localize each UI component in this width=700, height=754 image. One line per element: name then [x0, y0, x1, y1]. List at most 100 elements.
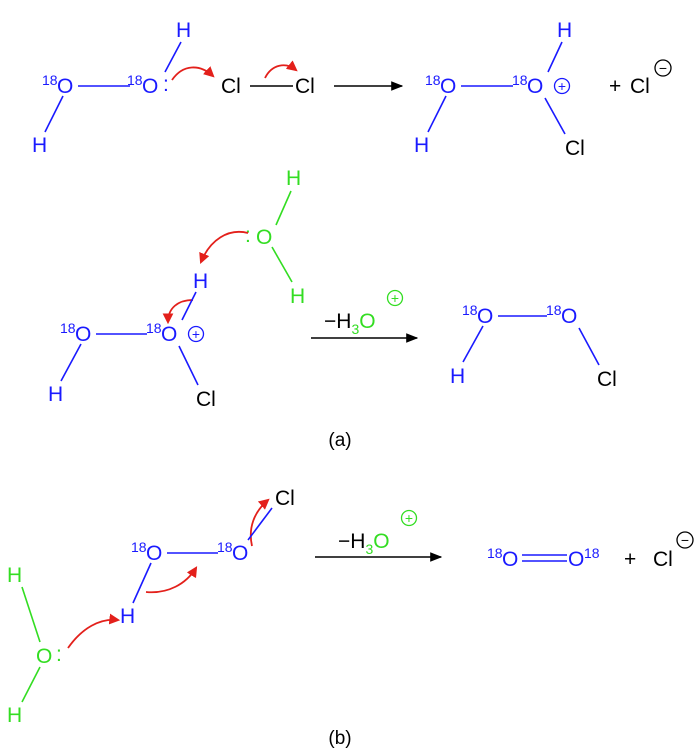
o-h-bond	[462, 325, 484, 363]
charge-sign: −	[659, 60, 667, 76]
isotope-label: 18	[146, 320, 162, 336]
isotope-label: 18	[60, 320, 76, 336]
step1-product-oxonium: 18 O 18 O + H H Cl	[414, 19, 585, 160]
oxygen-atom: O	[256, 226, 272, 249]
o-h-bond	[427, 95, 447, 133]
charge-sign: +	[192, 326, 200, 342]
isotope-label: 18	[127, 72, 143, 88]
curly-arrow	[249, 498, 270, 547]
lone-pair: :	[163, 73, 169, 96]
oxygen-atom: O	[232, 542, 248, 565]
oxygen-atom: O	[440, 75, 456, 98]
negative-charge-icon	[654, 59, 672, 77]
charge-sign: −	[681, 532, 689, 548]
step3-water: H O : H	[7, 564, 62, 727]
o-h-bond	[21, 586, 41, 643]
chlorine-atom: Cl	[221, 75, 241, 98]
dioxygen-product: 18 O O 18	[487, 545, 600, 571]
oxygen-atom: O	[568, 548, 584, 571]
hydrogen-atom: H	[120, 605, 135, 628]
step2-water: : O H H	[245, 167, 305, 308]
hydrogen-atom: H	[7, 704, 22, 727]
oxygen-atom: O	[146, 542, 162, 565]
positive-charge-icon	[553, 77, 571, 95]
hydrogen-atom: H	[286, 167, 301, 190]
o-h-bond	[60, 343, 82, 382]
plus-sign: +	[609, 75, 621, 98]
negative-charge-icon	[676, 531, 694, 549]
hydrogen-atom: H	[193, 270, 208, 293]
curly-arrow	[67, 613, 121, 649]
isotope-label: 18	[584, 545, 600, 561]
oxygen-atom: O	[359, 310, 375, 333]
minus-h-text: −H	[338, 530, 365, 553]
chlorine-atom: Cl	[196, 388, 216, 411]
oxygen-atom: O	[142, 75, 158, 98]
oxygen-atom: O	[373, 530, 389, 553]
hydrogen-atom: H	[32, 134, 47, 157]
step1-reactant-peroxide: 18 O 18 O : H H	[32, 19, 191, 157]
hydrogen-atom: H	[414, 134, 429, 157]
isotope-label: 18	[462, 302, 478, 318]
oxygen-atom: O	[75, 323, 91, 346]
hydronium-loss-label: −H3O +	[324, 289, 404, 337]
step3-hypochlorite: 18 O 18 O H Cl	[120, 487, 295, 628]
oxygen-atom: O	[527, 75, 543, 98]
curly-arrow	[171, 66, 215, 81]
oxygen-atom: O	[57, 75, 73, 98]
oxygen-atom: O	[502, 548, 518, 571]
step1-chlorine-molecule: Cl Cl	[221, 75, 315, 98]
o-h-bond	[271, 246, 293, 283]
chlorine-atom: Cl	[630, 75, 650, 98]
chloride-ion: Cl −	[653, 531, 694, 571]
panel-label-a: (a)	[328, 430, 351, 451]
o-h-bond	[181, 291, 197, 321]
chlorine-atom: Cl	[653, 548, 673, 571]
lone-pair: :	[56, 643, 62, 666]
curly-arrow	[199, 231, 249, 264]
oxygen-atom: O	[36, 645, 52, 668]
charge-sign: +	[391, 290, 399, 306]
curly-arrow	[145, 566, 198, 594]
positive-charge-icon	[386, 289, 404, 307]
svg-text:−H3O: −H3O	[324, 310, 376, 337]
o-h-bond	[21, 666, 41, 703]
subscript-three: 3	[365, 541, 373, 557]
hydronium-loss-label: −H3O +	[338, 509, 418, 557]
lone-pair: :	[245, 224, 251, 247]
positive-charge-icon	[400, 509, 418, 527]
o-h-bond	[44, 95, 64, 133]
minus-h-text: −H	[324, 310, 351, 333]
hydrogen-atom: H	[176, 19, 191, 42]
positive-charge-icon	[187, 325, 205, 343]
isotope-label: 18	[546, 302, 562, 318]
o-h-bond	[547, 41, 563, 73]
o-h-bond	[164, 41, 182, 73]
o-cl-bond	[178, 345, 199, 386]
step2-reactant-oxonium: 18 O 18 O + H H Cl	[48, 270, 216, 411]
charge-sign: +	[405, 510, 413, 526]
chlorine-atom: Cl	[565, 137, 585, 160]
chlorine-atom: Cl	[275, 487, 295, 510]
hydrogen-atom: H	[290, 285, 305, 308]
isotope-label: 18	[425, 72, 441, 88]
hydrogen-atom: H	[450, 365, 465, 388]
isotope-label: 18	[512, 72, 528, 88]
o-h-bond	[132, 562, 152, 604]
hydrogen-atom: H	[48, 383, 63, 406]
curly-arrow	[162, 299, 194, 325]
step2-product-hypochlorite: 18 O 18 O H Cl	[450, 302, 617, 391]
chlorine-atom: Cl	[597, 368, 617, 391]
isotope-label: 18	[42, 72, 58, 88]
chlorine-atom: Cl	[295, 75, 315, 98]
svg-text:−H3O: −H3O	[338, 530, 390, 557]
oxygen-atom: O	[477, 305, 493, 328]
charge-sign: +	[558, 78, 566, 94]
chloride-ion: Cl −	[630, 59, 672, 98]
oxygen-atom: O	[561, 305, 577, 328]
hydrogen-atom: H	[7, 564, 22, 587]
o-cl-bond	[544, 97, 566, 135]
isotope-label: 18	[487, 545, 503, 561]
subscript-three: 3	[351, 321, 359, 337]
